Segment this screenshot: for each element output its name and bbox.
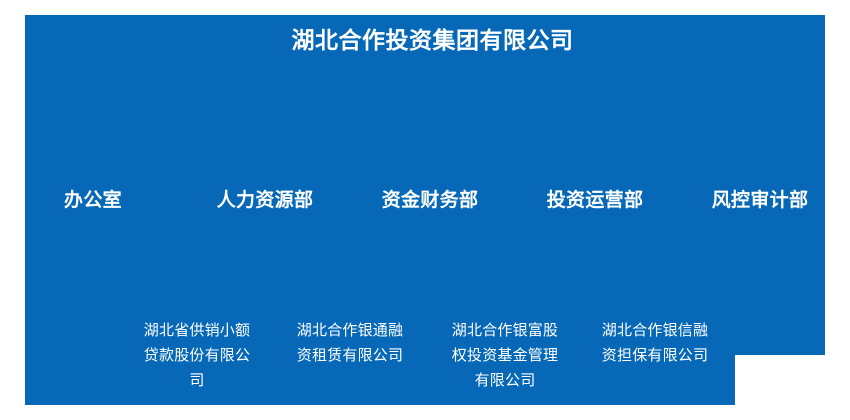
- department-row: 办公室 人力资源部 资金财务部 投资运营部 风控审计部: [0, 189, 850, 213]
- department-risk-audit[interactable]: 风控审计部: [711, 190, 809, 211]
- subsidiary-equity-fund[interactable]: 湖北合作银富股权投资基金管理有限公司: [451, 322, 559, 389]
- department-human-resources[interactable]: 人力资源部: [216, 190, 314, 211]
- subsidiary-row: 湖北省供销小额贷款股份有限公司 湖北合作银通融资租赁有限公司 湖北合作银富股权投…: [0, 318, 850, 403]
- department-office[interactable]: 办公室: [64, 190, 122, 211]
- subsidiary-microloan[interactable]: 湖北省供销小额贷款股份有限公司: [143, 322, 251, 389]
- subsidiary-guarantee[interactable]: 湖北合作银信融资担保有限公司: [601, 322, 709, 364]
- department-investment-operations[interactable]: 投资运营部: [546, 190, 644, 211]
- subsidiary-leasing[interactable]: 湖北合作银通融资租赁有限公司: [296, 322, 404, 364]
- org-root-title: 湖北合作投资集团有限公司: [291, 27, 574, 53]
- blue-panel-lower: [25, 355, 735, 405]
- department-finance[interactable]: 资金财务部: [381, 190, 479, 211]
- blue-panel-upper: [25, 15, 825, 355]
